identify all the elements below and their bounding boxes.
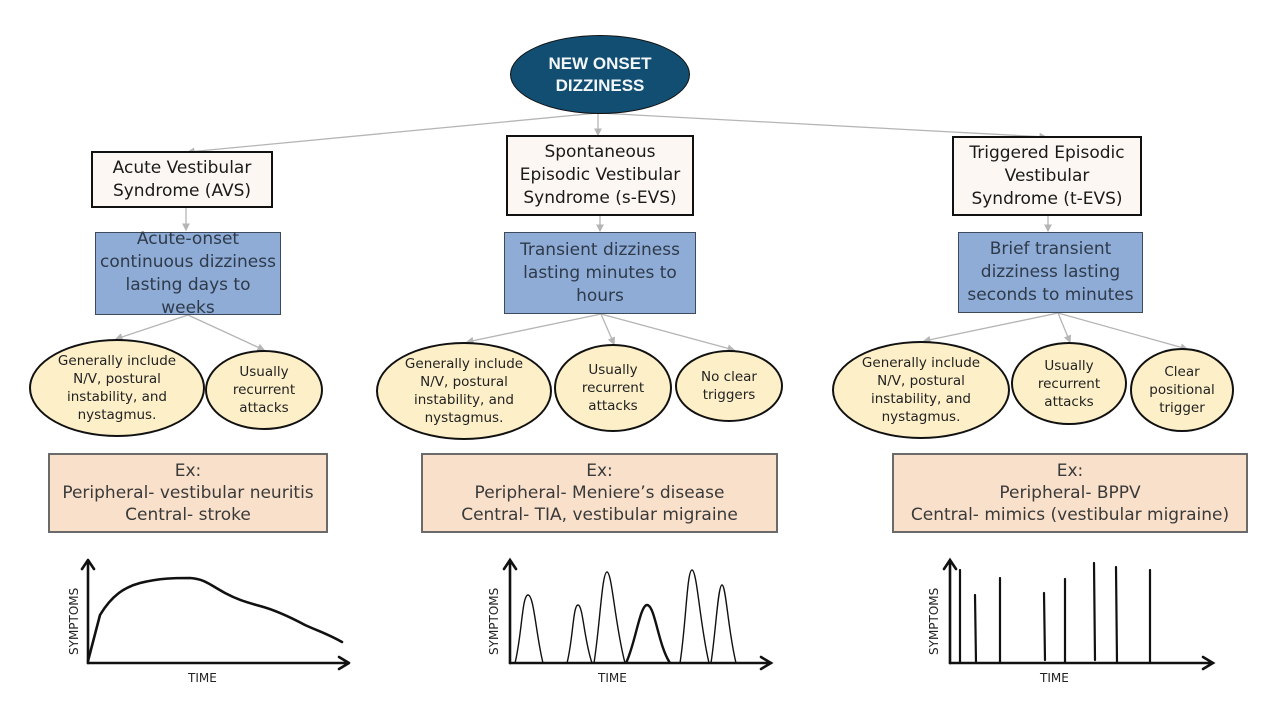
x-axis [508,655,774,671]
feature-text: Generally include N/V, postural instabil… [404,356,524,426]
symptom-peak [624,603,672,664]
examples-peripheral: Peripheral- BPPV [999,483,1141,503]
symptom-graph-s-evs: SYMPTOMS TIME [487,557,774,685]
feature-ellipse-recurrent-attacks: Usually recurrent attacks [1011,342,1127,425]
examples-peripheral: Peripheral- vestibular neuritis [62,483,314,503]
description-box-t-evs: Brief transient dizziness lasting second… [958,232,1143,313]
y-axis [502,557,518,665]
examples-heading: Ex: [1056,461,1084,481]
root-title-line2: DIZZINESS [555,75,645,95]
arrow-root-to-t-evs [597,112,1048,141]
feature-ellipse-positional-trigger: Clear positional trigger [1130,348,1234,432]
arrow-s-evs-desc-to-feat2 [600,313,615,346]
graph-x-label: TIME [1039,671,1069,685]
examples-box-avs: Ex: Peripheral- vestibular neuritis Cent… [48,453,328,533]
syndrome-label: Spontaneous Episodic Vestibular Syndrome… [519,142,681,208]
root-title-line1: NEW ONSET [548,53,652,73]
syndrome-box-s-evs: Spontaneous Episodic Vestibular Syndrome… [506,135,694,216]
graph-y-label: SYMPTOMS [67,588,81,655]
syndrome-box-avs: Acute Vestibular Syndrome (AVS) [91,151,273,208]
symptom-graph-avs: SYMPTOMS TIME [67,558,351,685]
feature-text: Generally include N/V, postural instabil… [861,355,981,425]
graph-y-label: SYMPTOMS [487,588,501,655]
symptom-spike [1042,591,1047,662]
root-node-new-onset-dizziness: NEW ONSET DIZZINESS [510,35,690,114]
symptom-peak [593,571,626,664]
feature-ellipse-general-symptoms: Generally include N/V, postural instabil… [29,339,205,437]
examples-heading: Ex: [174,461,202,481]
feature-text: Clear positional trigger [1149,364,1215,416]
syndrome-label: Acute Vestibular Syndrome (AVS) [112,157,252,201]
feature-text: Usually recurrent attacks [1037,357,1101,410]
feature-ellipse-general-symptoms: Generally include N/V, postural instabil… [376,342,552,440]
description-box-avs: Acute-onset continuous dizziness lasting… [95,229,281,318]
symptom-peak [566,604,593,664]
graph-x-label: TIME [187,671,217,685]
symptom-spike [1114,565,1119,665]
y-axis [942,557,958,665]
examples-heading: Ex: [586,461,613,481]
examples-central: Central- stroke [125,505,251,525]
examples-central: Central- TIA, vestibular migraine [461,505,738,525]
graph-y-label: SYMPTOMS [927,588,941,655]
arrow-s-evs-desc-to-feat1 [465,313,602,345]
description-text: Acute-onset continuous dizziness lasting… [100,228,276,318]
symptom-graph-t-evs: SYMPTOMS TIME [927,557,1216,685]
syndrome-box-t-evs: Triggered Episodic Vestibular Syndrome (… [952,136,1142,216]
syndrome-label: Triggered Episodic Vestibular Syndrome (… [969,142,1125,209]
feature-ellipse-general-symptoms: Generally include N/V, postural instabil… [832,341,1010,439]
examples-box-s-evs: Ex: Peripheral- Meniere’s disease Centra… [421,453,778,533]
feature-ellipse-no-clear-triggers: No clear triggers [675,350,783,422]
description-box-s-evs: Transient dizziness lasting minutes to h… [504,232,696,314]
examples-box-t-evs: Ex: Peripheral- BPPV Central- mimics (ve… [892,453,1248,533]
examples-peripheral: Peripheral- Meniere’s disease [474,483,725,503]
feature-text: No clear triggers [701,369,757,403]
x-axis [948,655,1216,671]
symptom-peak [710,584,737,664]
symptom-peak [679,569,710,664]
arrow-t-evs-desc-to-feat2 [1057,312,1072,344]
feature-ellipse-recurrent-attacks: Usually recurrent attacks [554,344,672,432]
feature-ellipse-recurrent-attacks: Usually recurrent attacks [205,350,323,430]
graph-x-label: TIME [597,671,627,685]
symptom-curve-continuous [86,576,344,663]
y-axis [80,558,96,665]
description-text: Brief transient dizziness lasting second… [967,239,1134,305]
x-axis [86,655,351,671]
symptom-spike [973,593,978,665]
symptom-spike [1092,561,1097,662]
feature-text: Generally include N/V, postural instabil… [57,353,177,423]
feature-text: Usually recurrent attacks [581,362,645,414]
examples-central: Central- mimics (vestibular migraine) [910,505,1230,525]
arrow-avs-desc-to-feat2 [187,314,266,351]
arrow-t-evs-desc-to-feat1 [922,312,1059,344]
feature-text: Usually recurrent attacks [232,364,296,416]
symptom-peak [514,594,544,664]
description-text: Transient dizziness lasting minutes to h… [520,239,680,306]
